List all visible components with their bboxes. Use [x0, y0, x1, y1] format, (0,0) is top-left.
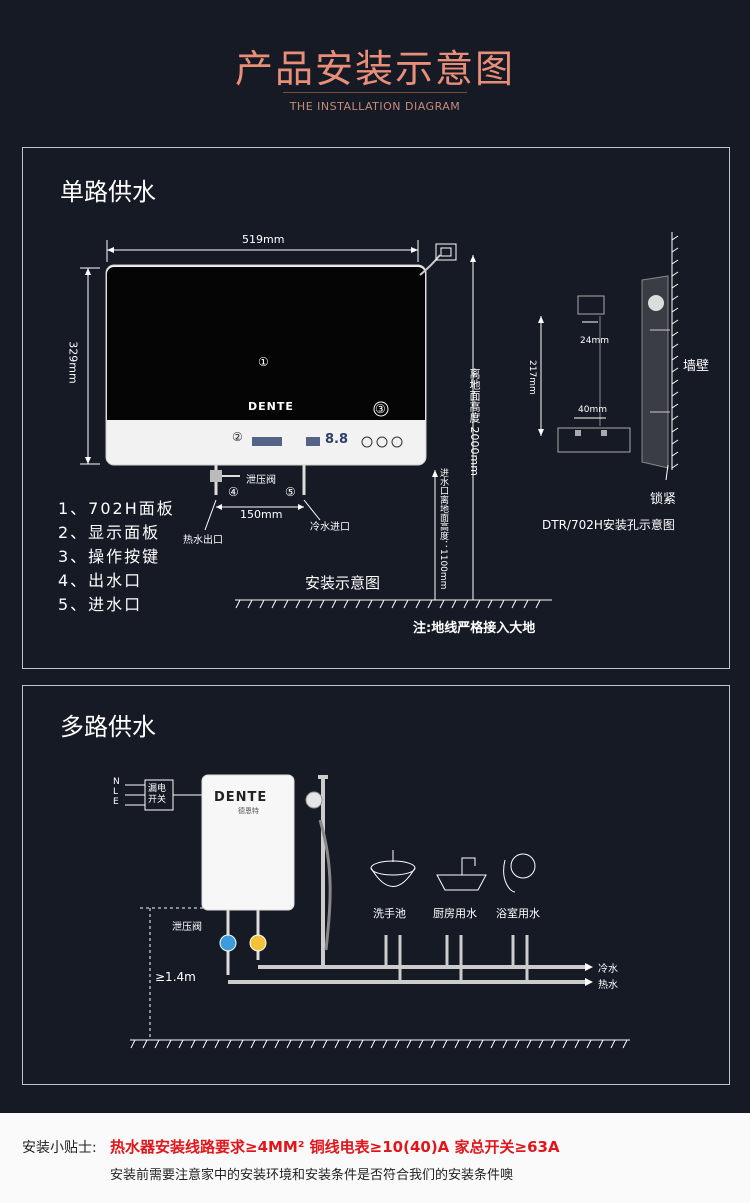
leakage-switch: 漏电 开关 — [148, 784, 167, 805]
page-title: 产品安装示意图 — [234, 47, 515, 91]
fixture-label-sink: 洗手池 — [373, 907, 406, 920]
single-supply-panel — [22, 147, 730, 669]
fixture-label-bath: 浴室用水 — [496, 907, 540, 920]
hot-water-label: 热水 — [598, 980, 618, 991]
cold-water-label: 冷水 — [598, 964, 618, 975]
sink-icon — [370, 850, 416, 887]
legend-item: 1、702H面板 — [58, 499, 175, 518]
kitchen-faucet-icon — [436, 857, 487, 891]
mounting-hole-diagram — [538, 295, 631, 453]
valve-label: 泄压阀 — [246, 475, 276, 486]
hole-caption: DTR/702H安装孔示意图 — [542, 518, 675, 532]
multi-supply-panel — [22, 685, 730, 1085]
inlet-number: ⑤ — [285, 485, 296, 499]
panel-number: ① — [258, 355, 269, 369]
pipe-dimension: 150mm — [240, 508, 283, 521]
display-number: ② — [232, 430, 243, 444]
ground-note: 注:地线严格接入大地 — [413, 621, 536, 636]
wall-side-view — [641, 232, 679, 481]
hole-dimension-40: 40mm — [578, 405, 607, 415]
inlet-height: 进水口离地面高度：1100mm — [438, 468, 448, 590]
multi-supply-title: 多路供水 — [60, 713, 156, 741]
legend-item: 5、进水口 — [58, 595, 143, 614]
width-dimension: 519mm — [242, 233, 285, 246]
tips-footer — [0, 1113, 750, 1203]
nle-labels: N L E — [113, 777, 120, 807]
legend-item: 3、操作按键 — [58, 547, 161, 566]
button-number: ③ — [375, 402, 386, 416]
hole-dimension-24: 24mm — [580, 336, 609, 346]
legend-item: 2、显示面板 — [58, 523, 161, 542]
tip-note: 安装前需要注意家中的安装环境和安装条件是否符合我们的安装条件噢 — [110, 1168, 514, 1183]
display-reading: 8.8 — [325, 432, 349, 447]
single-supply-title: 单路供水 — [60, 178, 156, 206]
hot-outlet-label: 热水出口 — [183, 535, 223, 546]
legend-item: 4、出水口 — [58, 571, 143, 590]
wall-label: 墙壁 — [683, 359, 710, 374]
install-height: ≥1.4m — [155, 970, 196, 984]
component-legend: 1、702H面板 2、显示面板 3、操作按键 4、出水口 5、进水口 — [58, 497, 175, 617]
install-caption: 安装示意图 — [305, 574, 381, 592]
heater-brand: DENTE — [214, 790, 268, 805]
cold-inlet-label: 冷水进口 — [310, 522, 350, 533]
lock-label: 锁紧 — [650, 492, 677, 507]
tip-prefix: 安装小贴士: — [22, 1140, 97, 1156]
fixture-label-kitchen: 厨房用水 — [433, 907, 477, 920]
hole-dimension-217: 217mm — [527, 360, 537, 395]
multi-valve-label: 泄压阀 — [172, 922, 202, 933]
height-from-ground: 离地面高度 2000mm — [468, 368, 481, 476]
outlet-number: ④ — [228, 485, 239, 499]
title-divider — [283, 92, 467, 93]
shower-head-icon — [503, 853, 536, 893]
page-subtitle: THE INSTALLATION DIAGRAM — [289, 100, 461, 113]
water-heater-front — [105, 264, 427, 466]
brand-logo: DENTE — [248, 400, 294, 413]
heater-brand-sub: 德恩特 — [238, 807, 259, 815]
tip-requirements: 热水器安装线路要求≥4MM² 铜线电表≥10(40)A 家总开关≥63A — [110, 1138, 560, 1156]
height-dimension: 329mm — [66, 341, 80, 384]
